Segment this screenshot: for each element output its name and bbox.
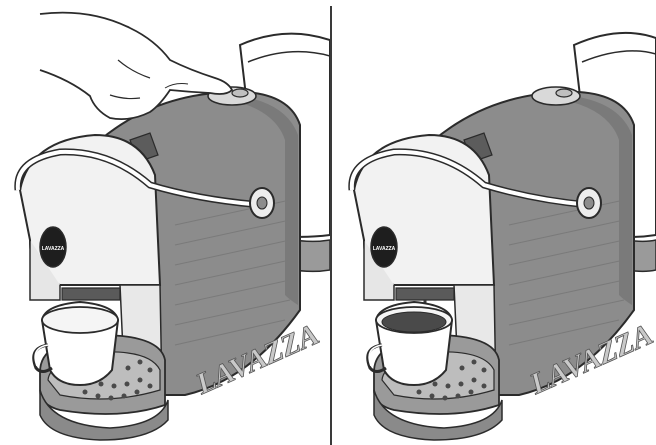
cup — [366, 300, 454, 387]
cup — [32, 300, 120, 387]
spout — [395, 287, 455, 301]
hand-icon — [39, 11, 234, 121]
panel-press-button: LAVAZZA LAVAZZ — [14, 11, 330, 441]
brew-button — [531, 86, 581, 106]
panel-divider — [330, 6, 332, 445]
brand-logo: LAVAZZA — [370, 226, 398, 268]
handle-loop — [14, 148, 275, 219]
spout — [61, 287, 121, 301]
machine-drawing-right: LAVAZZA LAVAZZ — [348, 31, 656, 441]
machine-drawing-left: LAVAZZA LAVAZZ — [14, 11, 330, 441]
svg-text:LAVAZZA: LAVAZZA — [42, 246, 65, 252]
panel-coffee-dispensing: LAVAZZA LAVAZZ — [334, 0, 656, 445]
svg-text:LAVAZZA: LAVAZZA — [373, 246, 396, 252]
coffee-surface — [381, 311, 447, 333]
brand-logo: LAVAZZA — [39, 226, 67, 268]
handle-loop — [348, 148, 602, 219]
